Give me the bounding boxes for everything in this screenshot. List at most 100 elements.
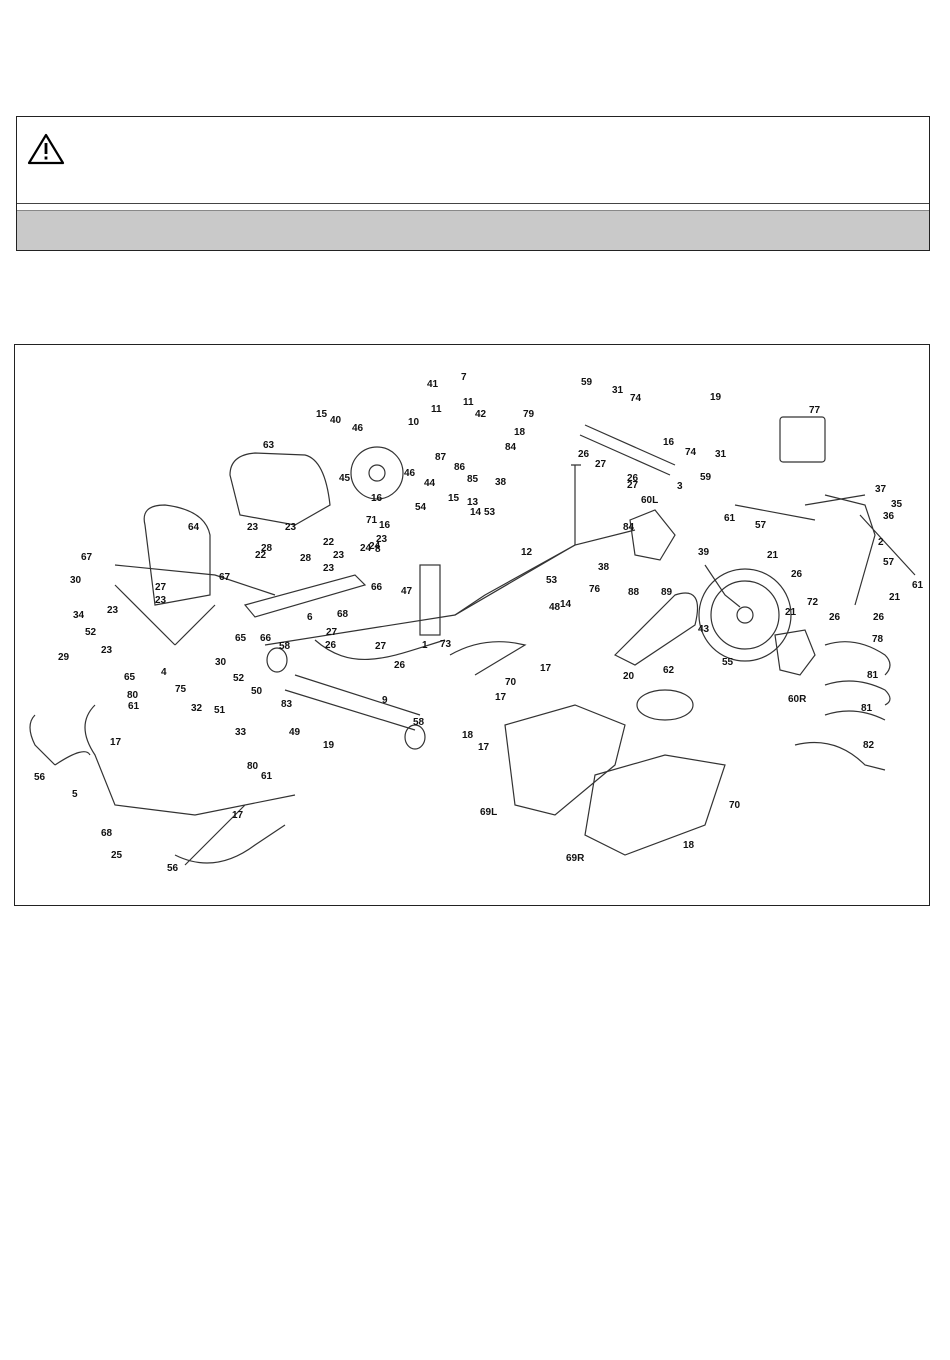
part-callout-26: 26 <box>578 449 590 460</box>
shroud-insert <box>636 689 694 721</box>
part-callout-82: 82 <box>863 740 875 751</box>
part-callout-26: 26 <box>829 612 841 623</box>
part-callout-89: 89 <box>661 587 673 598</box>
part-callout-81: 81 <box>861 703 873 714</box>
part-callout-2: 2 <box>878 537 884 548</box>
part-callout-59: 59 <box>581 377 593 388</box>
pedal-right <box>774 629 816 676</box>
part-callout-23: 23 <box>323 563 335 574</box>
part-callout-17: 17 <box>540 663 552 674</box>
part-callout-16: 16 <box>371 493 383 504</box>
part-callout-26: 26 <box>325 640 337 651</box>
part-callout-19: 19 <box>710 392 722 403</box>
part-callout-10: 10 <box>408 417 420 428</box>
part-callout-58: 58 <box>413 717 425 728</box>
warning-row <box>17 117 929 204</box>
part-callout-85: 85 <box>467 474 479 485</box>
wire-81b <box>824 710 886 721</box>
part-callout-46: 46 <box>404 468 416 479</box>
part-callout-58: 58 <box>279 641 291 652</box>
wire-82 <box>794 741 886 771</box>
part-callout-3: 3 <box>677 481 683 492</box>
part-callout-67: 67 <box>81 552 93 563</box>
part-callout-17: 17 <box>495 692 507 703</box>
part-callout-8: 8 <box>375 544 381 555</box>
part-callout-73: 73 <box>440 639 452 650</box>
part-callout-52: 52 <box>85 627 97 638</box>
part-callout-61: 61 <box>261 771 273 782</box>
drive-belt <box>613 592 699 666</box>
part-callout-72: 72 <box>807 597 819 608</box>
part-callout-26: 26 <box>627 473 639 484</box>
frame-crossbar <box>454 464 581 616</box>
part-callout-52: 52 <box>233 673 245 684</box>
part-callout-61: 61 <box>724 513 736 524</box>
part-callout-70: 70 <box>729 800 741 811</box>
part-callout-18: 18 <box>683 840 695 851</box>
part-callout-22: 22 <box>323 537 335 548</box>
part-callout-27: 27 <box>326 627 338 638</box>
part-callout-80: 80 <box>247 761 259 772</box>
part-callout-26: 26 <box>394 660 406 671</box>
part-callout-16: 16 <box>663 437 675 448</box>
part-callout-70: 70 <box>505 677 517 688</box>
part-callout-11: 11 <box>463 397 474 408</box>
part-callout-36: 36 <box>883 511 895 522</box>
part-callout-34: 34 <box>73 610 85 621</box>
wire-81 <box>824 680 891 706</box>
part-callout-65: 65 <box>235 633 247 644</box>
part-callout-83: 83 <box>281 699 293 710</box>
part-callout-66: 66 <box>371 582 383 593</box>
part-callout-6: 6 <box>307 612 313 623</box>
part-callout-20: 20 <box>623 671 635 682</box>
part-callout-17: 17 <box>110 737 122 748</box>
part-callout-23: 23 <box>107 605 119 616</box>
part-callout-64: 64 <box>188 522 200 533</box>
part-callout-61: 61 <box>128 701 140 712</box>
seat-backrest <box>143 504 211 606</box>
part-callout-69L: 69L <box>480 807 497 818</box>
part-callout-26: 26 <box>873 612 885 623</box>
handlebar-loop <box>84 704 296 866</box>
crank-arm <box>704 564 741 608</box>
seat-slider <box>243 574 367 618</box>
part-callout-56: 56 <box>167 863 179 874</box>
part-callout-68: 68 <box>101 828 113 839</box>
part-callout-33: 33 <box>235 727 247 738</box>
console <box>779 416 826 463</box>
part-callout-45: 45 <box>339 473 351 484</box>
part-callout-60R: 60R <box>788 694 807 705</box>
part-callout-4: 4 <box>161 667 167 678</box>
part-callout-86: 86 <box>454 462 466 473</box>
part-callout-48: 48 <box>549 602 561 613</box>
part-callout-9: 9 <box>382 695 388 706</box>
part-callout-17: 17 <box>478 742 490 753</box>
part-callout-31: 31 <box>715 449 727 460</box>
part-callout-74: 74 <box>630 393 642 404</box>
part-callout-12: 12 <box>521 547 533 558</box>
part-callout-16: 16 <box>379 520 391 531</box>
part-callout-28: 28 <box>300 553 312 564</box>
part-callout-50: 50 <box>251 686 263 697</box>
part-callout-57: 57 <box>755 520 767 531</box>
part-callout-78: 78 <box>872 634 884 645</box>
part-callout-66: 66 <box>260 633 272 644</box>
part-callout-30: 30 <box>70 575 82 586</box>
part-callout-32: 32 <box>191 703 203 714</box>
part-callout-14: 14 <box>470 507 482 518</box>
part-callout-62: 62 <box>663 665 675 676</box>
part-callout-15: 15 <box>448 493 460 504</box>
part-callout-21: 21 <box>889 592 901 603</box>
flywheel <box>350 446 404 500</box>
part-callout-27: 27 <box>627 480 639 491</box>
part-callout-80: 80 <box>127 690 139 701</box>
part-callout-43: 43 <box>698 624 710 635</box>
part-callout-25: 25 <box>111 850 123 861</box>
part-callout-30: 30 <box>215 657 227 668</box>
part-callout-27: 27 <box>155 582 167 593</box>
part-callout-44: 44 <box>424 478 436 489</box>
seat-frame <box>114 564 276 646</box>
part-callout-81: 81 <box>867 670 879 681</box>
seat-cushion <box>229 452 331 526</box>
